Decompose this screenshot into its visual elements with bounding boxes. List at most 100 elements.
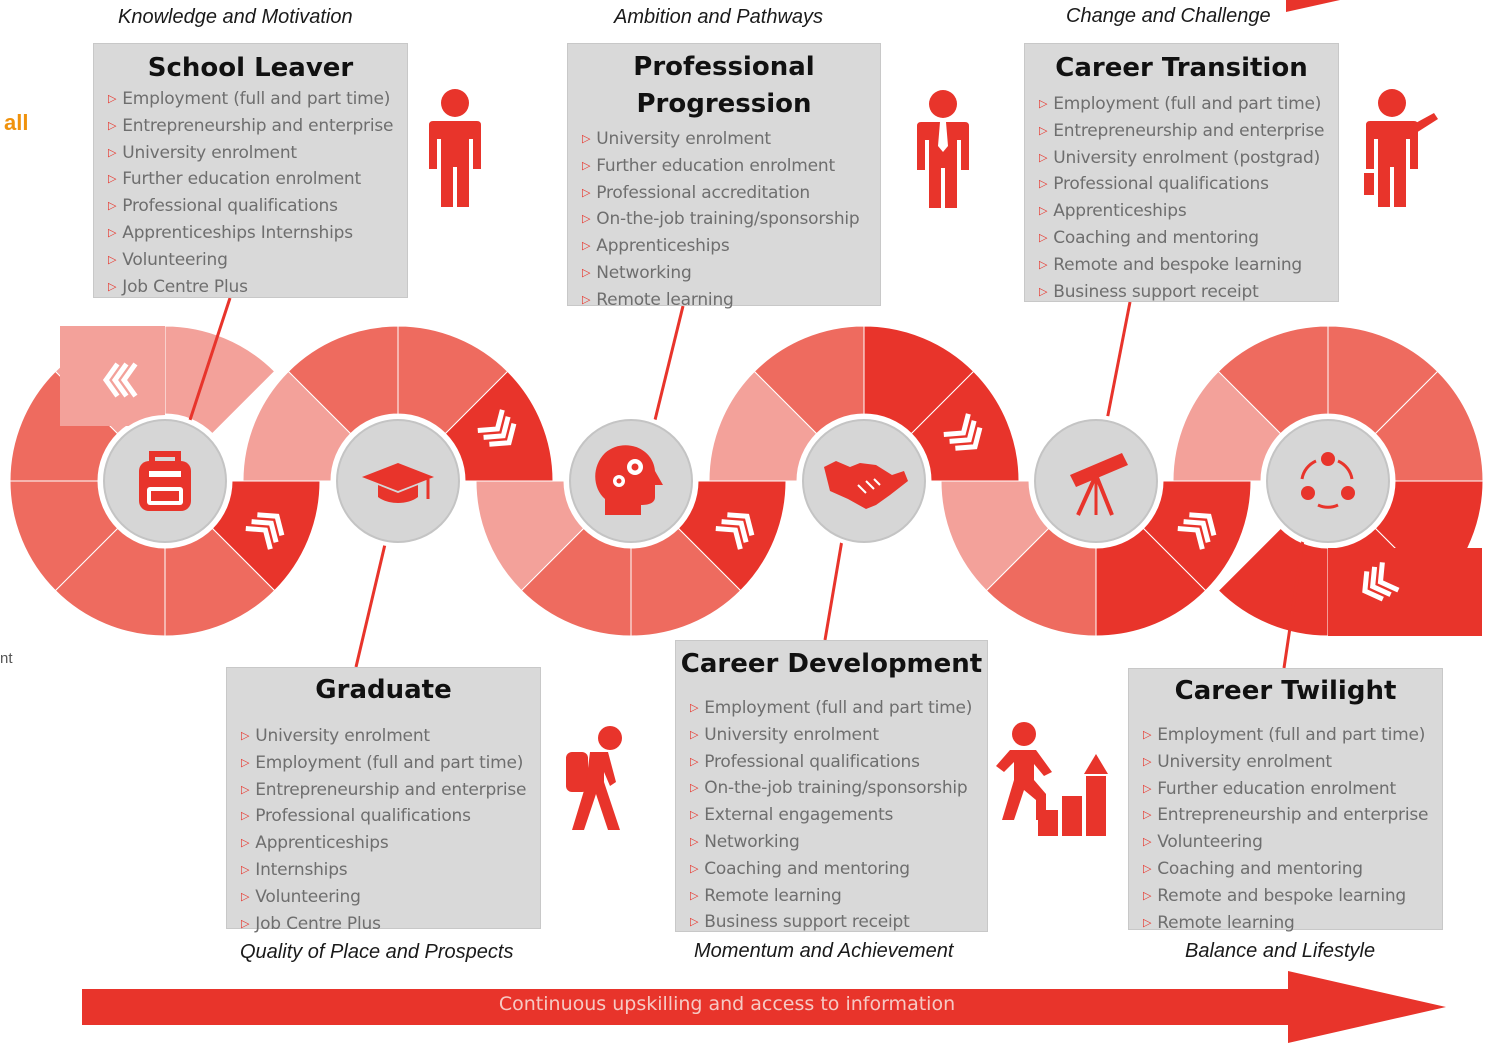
list-item-text: Employment (full and part time): [1157, 725, 1426, 745]
chevron-stroke: [477, 409, 505, 433]
list-item-text: Networking: [704, 831, 800, 852]
bullet-triangle-icon: ▷: [108, 199, 117, 213]
list-item: ▷On-the-job training/sponsorship: [582, 207, 880, 234]
list-item: ▷Volunteering: [1143, 830, 1442, 857]
chevron-stroke: [715, 526, 743, 550]
list-item-text: Business support receipt: [1053, 281, 1259, 302]
stage-circle: [1030, 415, 1162, 547]
list-item: ▷ Remote learning: [1143, 911, 1442, 938]
list-item: ▷Professional qualifications: [690, 750, 987, 777]
backpack-icon: [139, 451, 191, 511]
list-item-text: Apprenticeships: [255, 833, 389, 854]
career-development-list: ▷Employment (full and part time)▷Univers…: [676, 696, 987, 937]
bullet-triangle-icon: ▷: [582, 265, 591, 279]
bullet-triangle-icon: ▷: [108, 92, 117, 105]
bullet-triangle-icon: ▷: [1039, 150, 1048, 164]
list-item: ▷Professional accreditation: [582, 181, 880, 208]
career-twilight-box: Career Twilight ▷Employment (full and pa…: [1128, 668, 1443, 933]
professional-progression-list: ▷University enrolment▷Further education …: [568, 127, 880, 315]
connector-line: [653, 305, 685, 421]
list-item-text: Remote and bespoke learning: [1157, 885, 1407, 906]
chevron-stroke: [1377, 562, 1400, 593]
telescope-icon: [1070, 453, 1128, 516]
list-item: ▷University enrolment: [690, 723, 987, 750]
bullet-triangle-icon: ▷: [1143, 808, 1152, 822]
chevron-left-icon: [1362, 562, 1400, 602]
connector-lines: [188, 297, 1305, 669]
list-item-text: On-the-job training/sponsorship: [704, 778, 968, 799]
bullet-triangle-icon: ▷: [241, 729, 250, 742]
list-item-text: Remote and bespoke learning: [1053, 254, 1303, 275]
chevron-stroke: [1177, 526, 1205, 550]
bottom-arrow-label: Continuous upskilling and access to info…: [498, 993, 956, 1015]
bullet-triangle-icon: ▷: [241, 809, 250, 823]
list-item: ▷Business support receipt: [690, 910, 987, 937]
chevron-stroke: [721, 519, 749, 543]
list-item: ▷Job Centre Plus: [108, 275, 407, 302]
list-item: ▷Employment (full and part time): [1039, 92, 1338, 119]
list-item: ▷Further education enrolment: [1143, 777, 1442, 804]
bullet-triangle-icon: ▷: [690, 727, 699, 741]
bullet-triangle-icon: ▷: [1143, 888, 1152, 902]
list-item-text: Volunteering: [122, 249, 228, 270]
list-item: ▷Entrepreneurship and enterprise: [1039, 119, 1338, 146]
bullet-triangle-icon: ▷: [690, 754, 699, 768]
list-item-text: University enrolment (postgrad): [1053, 147, 1321, 168]
bullet-triangle-icon: ▷: [582, 292, 591, 306]
connector-line: [188, 297, 232, 421]
stage-circle: [99, 415, 231, 547]
list-item-text: Volunteering: [255, 886, 361, 907]
chevron-stroke: [483, 416, 511, 440]
school-leaver-list: ▷Employment (full and part time)▷Entrepr…: [94, 87, 407, 301]
bullet-triangle-icon: ▷: [690, 834, 699, 848]
bullet-triangle-icon: ▷: [1143, 915, 1152, 929]
chevron-down-icon: [943, 413, 983, 451]
career-transition-list: ▷Employment (full and part time)▷Entrepr…: [1025, 92, 1338, 306]
career-development-box: Career Development ▷Employment (full and…: [675, 640, 988, 932]
bullet-triangle-icon: ▷: [690, 701, 699, 714]
list-item-text: Employment (full and part time): [255, 752, 524, 773]
list-item: ▷External engagements: [690, 803, 987, 830]
list-item-text: University enrolment: [596, 129, 771, 149]
circle-face: [1266, 419, 1390, 543]
chevron-stroke: [102, 362, 120, 398]
cycle-arrows-icon: [1300, 452, 1355, 509]
bullet-triangle-icon: ▷: [1039, 230, 1048, 244]
bullet-triangle-icon: ▷: [1039, 123, 1048, 137]
list-item: ▷Apprenticeships: [1039, 199, 1338, 226]
bullet-triangle-icon: ▷: [690, 808, 699, 822]
chevron-stroke: [111, 362, 129, 398]
bullet-triangle-icon: ▷: [1143, 754, 1152, 768]
list-item-text: Professional qualifications: [122, 196, 338, 217]
presenter-with-briefcase-icon: [1364, 89, 1438, 207]
chevron-stroke: [727, 512, 755, 536]
list-item: ▷Employment (full and part time): [108, 87, 407, 114]
bullet-triangle-icon: ▷: [1039, 284, 1048, 298]
bullet-triangle-icon: ▷: [241, 755, 250, 769]
ribbon-segment: [475, 480, 585, 592]
bullet-triangle-icon: ▷: [108, 172, 117, 186]
graduation-cap-icon: [362, 463, 434, 503]
list-item: ▷Apprenticeships: [241, 831, 540, 858]
list-item-text: On-the-job training/sponsorship: [596, 209, 860, 230]
list-item: ▷University enrolment: [1143, 750, 1442, 777]
list-item-text: University enrolment: [255, 726, 430, 746]
bullet-triangle-icon: ▷: [690, 915, 699, 929]
list-item-text: Remote learning: [1157, 912, 1295, 933]
list-item: ▷Volunteering: [108, 248, 407, 275]
list-item: ▷Entrepreneurship and enterprise: [108, 114, 407, 141]
connector-line: [1282, 539, 1305, 669]
list-item: ▷Volunteering: [241, 885, 540, 912]
chevron-stroke: [245, 526, 273, 550]
caption-change: Change and Challenge: [1066, 5, 1271, 27]
professional-progression-box: Professional Progression ▷University enr…: [567, 43, 881, 310]
stage-circle: [1262, 415, 1394, 547]
list-item: ▷Remote and bespoke learning: [1039, 253, 1338, 280]
bullet-triangle-icon: ▷: [582, 132, 591, 145]
list-item-text: Apprenticeships Internships: [122, 222, 353, 243]
chevron-stroke: [1362, 571, 1384, 602]
list-item-text: Remote learning: [704, 885, 842, 906]
list-item: ▷ University enrolment (postgrad): [1039, 146, 1338, 173]
bullet-triangle-icon: ▷: [1039, 204, 1048, 218]
